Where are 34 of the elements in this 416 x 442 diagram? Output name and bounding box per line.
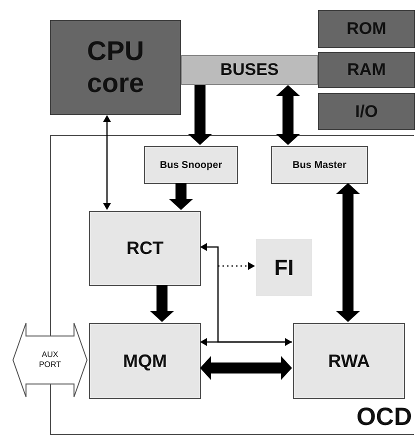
block-label: RCT bbox=[126, 238, 164, 259]
block-label: RWA bbox=[328, 350, 370, 372]
cpu-core-block bbox=[50, 20, 181, 115]
block-label: BUSES bbox=[220, 60, 279, 80]
block-label: RAM bbox=[347, 60, 386, 80]
arrow bbox=[103, 115, 111, 210]
thick-arrow bbox=[150, 285, 174, 322]
dotted-arrow bbox=[218, 262, 255, 270]
module-box bbox=[293, 323, 405, 399]
block-label: AUX PORT bbox=[38, 350, 62, 370]
block-label: ROM bbox=[346, 19, 386, 39]
module-box bbox=[89, 323, 201, 399]
interface-box bbox=[144, 146, 238, 184]
block-label: CPU core bbox=[86, 36, 146, 99]
block-label: FI bbox=[274, 254, 294, 280]
thick-arrow bbox=[200, 356, 292, 380]
thick-arrow bbox=[336, 183, 360, 322]
arrow bbox=[200, 243, 292, 343]
fi-box bbox=[256, 239, 312, 296]
thick-arrow bbox=[276, 85, 300, 145]
memory-block bbox=[318, 52, 415, 88]
thick-arrow bbox=[169, 183, 193, 210]
interface-box bbox=[271, 146, 368, 184]
arrow bbox=[200, 338, 292, 346]
block-label: Bus Master bbox=[292, 160, 346, 170]
module-box bbox=[89, 211, 201, 286]
memory-block bbox=[318, 10, 415, 48]
memory-block bbox=[318, 93, 415, 130]
block-label: OCD bbox=[356, 403, 412, 432]
thick-arrow bbox=[188, 85, 212, 145]
block-label: MQM bbox=[123, 350, 167, 372]
bus-bar bbox=[181, 55, 318, 85]
block-label: I/O bbox=[355, 102, 378, 122]
block-label: Bus Snooper bbox=[160, 160, 222, 170]
